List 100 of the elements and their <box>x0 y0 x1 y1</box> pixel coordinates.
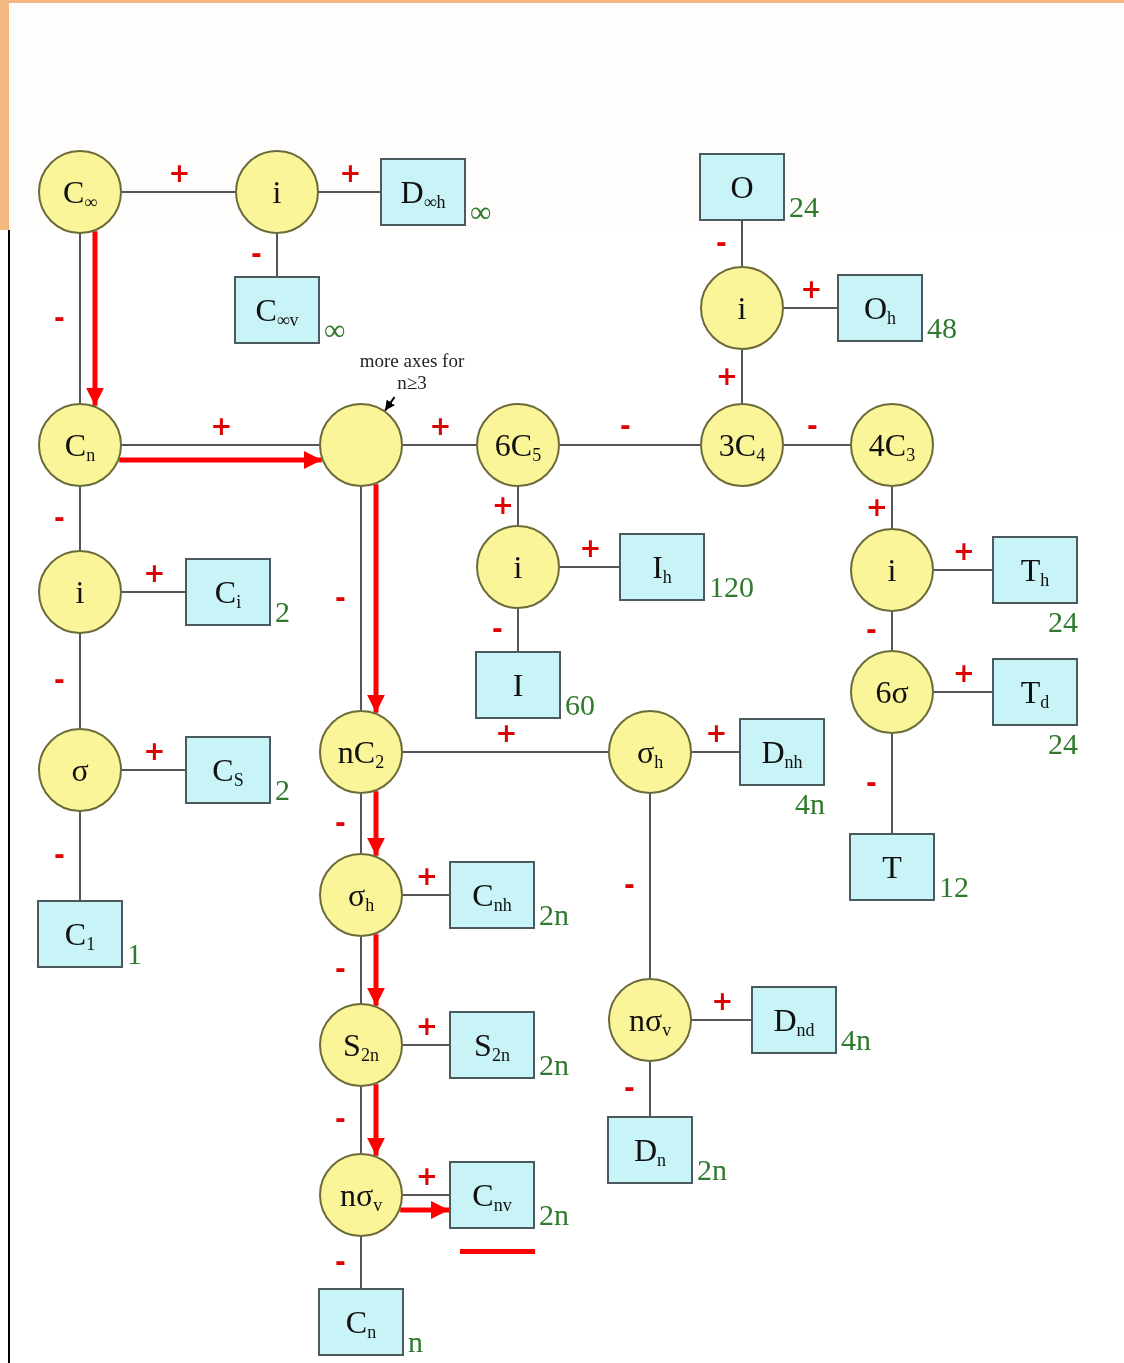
group-order-label: n <box>408 1326 423 1358</box>
connector-line <box>741 220 743 267</box>
connector-line <box>691 1019 752 1021</box>
symbol-label: nσ$_{v}$ <box>339 1178 383 1212</box>
point-group-box <box>751 986 837 1054</box>
connector-line <box>79 633 81 729</box>
point-group-box <box>380 158 466 226</box>
point-group-box <box>992 658 1078 726</box>
connector-line <box>79 233 81 404</box>
edge-label: - <box>335 1106 346 1132</box>
edge-label: - <box>335 1248 346 1275</box>
symbol-label: i <box>272 175 282 209</box>
connector-line <box>121 444 320 446</box>
group-order-label: ∞ <box>324 314 346 346</box>
edge-label: - <box>54 667 65 693</box>
connector-line <box>402 1044 450 1046</box>
point-group-box <box>185 736 271 804</box>
symbol-label: C$_{nh}$ <box>472 878 512 912</box>
edge-label: - <box>716 229 727 256</box>
edge-label: - <box>866 769 877 796</box>
connector-line <box>318 191 381 193</box>
connector-line <box>649 1061 651 1117</box>
group-order-label: 48 <box>927 312 957 344</box>
connector-line <box>933 569 993 571</box>
point-group-box <box>449 1161 535 1229</box>
leader-arrow <box>384 396 396 412</box>
connector-line <box>649 793 651 979</box>
connector-line <box>517 608 519 652</box>
symbol-label: D$_{n}$ <box>633 1133 667 1167</box>
symbol-label: O$_{h}$ <box>863 291 897 325</box>
edge-label: + <box>492 492 514 518</box>
group-order-label: 2n <box>539 1049 569 1081</box>
symbol-label: C$_{∞}$ <box>62 175 98 209</box>
connector-line <box>517 486 519 526</box>
edge-label: - <box>807 413 818 439</box>
annotation-text: more axes for n≥3 <box>358 350 466 394</box>
edge-label: - <box>492 616 503 642</box>
symbol-label: i <box>887 553 897 587</box>
connector-line <box>79 486 81 551</box>
edge-label: + <box>210 413 233 439</box>
edge-label: + <box>579 535 602 561</box>
group-order-label: 1 <box>127 938 142 970</box>
point-group-box <box>739 718 825 786</box>
edge-label: - <box>624 872 635 898</box>
symbol-label: T$_{h}$ <box>1020 553 1050 587</box>
group-order-label: 4n <box>841 1024 871 1056</box>
symbol-label: C$_{n}$ <box>345 1305 377 1339</box>
point-group-box <box>837 274 923 342</box>
connector-line <box>783 307 838 309</box>
symbol-label: I$_{h}$ <box>652 550 672 584</box>
symbol-label: C$_{n}$ <box>64 428 96 462</box>
connector-line <box>891 486 893 529</box>
connector-line <box>783 444 851 446</box>
symbol-label: T$_{d}$ <box>1020 675 1050 709</box>
connector-line <box>360 936 362 1004</box>
symbol-label: T <box>882 850 902 884</box>
edge-label: + <box>168 160 191 186</box>
connector-line <box>402 444 477 446</box>
group-order-label: 4n <box>794 788 825 820</box>
group-order-label: 24 <box>1047 606 1078 638</box>
point-group-box <box>607 1116 693 1184</box>
connector-line <box>691 751 740 753</box>
symbol-label: C$_{i}$ <box>214 575 242 609</box>
edge-label: + <box>711 988 734 1014</box>
symbol-label: nσ$_{v}$ <box>628 1003 672 1037</box>
connector-line <box>360 1236 362 1289</box>
edge-label: + <box>416 1163 438 1189</box>
edge-label: - <box>335 809 346 836</box>
connector-line <box>933 691 993 693</box>
edge-label: + <box>953 660 975 686</box>
symbol-label: 3C$_{4}$ <box>718 428 766 462</box>
edge-label: + <box>705 720 728 746</box>
symbol-label: S$_{2n}$ <box>474 1028 510 1062</box>
point-group-box <box>37 900 123 968</box>
point-group-box <box>849 833 935 901</box>
connector-line <box>79 811 81 901</box>
group-order-label: 2n <box>539 899 569 931</box>
edge-label: + <box>143 560 166 586</box>
edge-label: - <box>620 413 631 439</box>
symbol-label: C$_{1}$ <box>64 917 96 951</box>
connector-line <box>741 349 743 404</box>
symbol-label: I <box>512 668 524 702</box>
edge-label: + <box>495 720 518 746</box>
group-order-label: 2n <box>697 1154 727 1186</box>
group-order-label: 120 <box>709 571 754 603</box>
connector-line <box>402 751 609 753</box>
symbol-label: S$_{2n}$ <box>343 1028 379 1062</box>
symbol-label: 4C$_{3}$ <box>868 428 916 462</box>
group-order-label: 60 <box>565 689 595 721</box>
group-order-label: 2 <box>275 774 290 806</box>
edge-label: - <box>54 504 65 531</box>
edge-label: + <box>800 276 823 302</box>
edge-label: - <box>251 241 262 267</box>
edge-label: + <box>416 1013 438 1039</box>
connector-line <box>276 233 278 277</box>
flow-arrow <box>400 1201 449 1219</box>
edge-label: - <box>54 304 65 331</box>
edge-label: + <box>866 493 888 520</box>
symbol-label: 6σ <box>875 675 909 709</box>
point-group-box <box>234 276 320 344</box>
